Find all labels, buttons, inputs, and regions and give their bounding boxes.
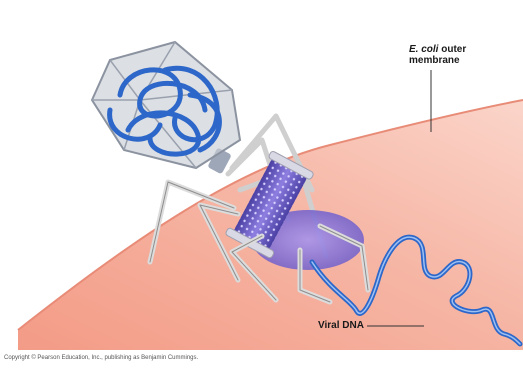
- membrane-label-species: E. coli: [409, 44, 438, 55]
- membrane-label: E. coli outer membrane: [409, 44, 466, 66]
- capsid-head: [92, 42, 240, 168]
- membrane-label-rest: outer: [438, 44, 466, 55]
- copyright-notice: Copyright © Pearson Education, Inc., pub…: [4, 355, 198, 361]
- viral-dna-label: Viral DNA: [318, 320, 364, 331]
- membrane-label-line2: membrane: [409, 55, 460, 66]
